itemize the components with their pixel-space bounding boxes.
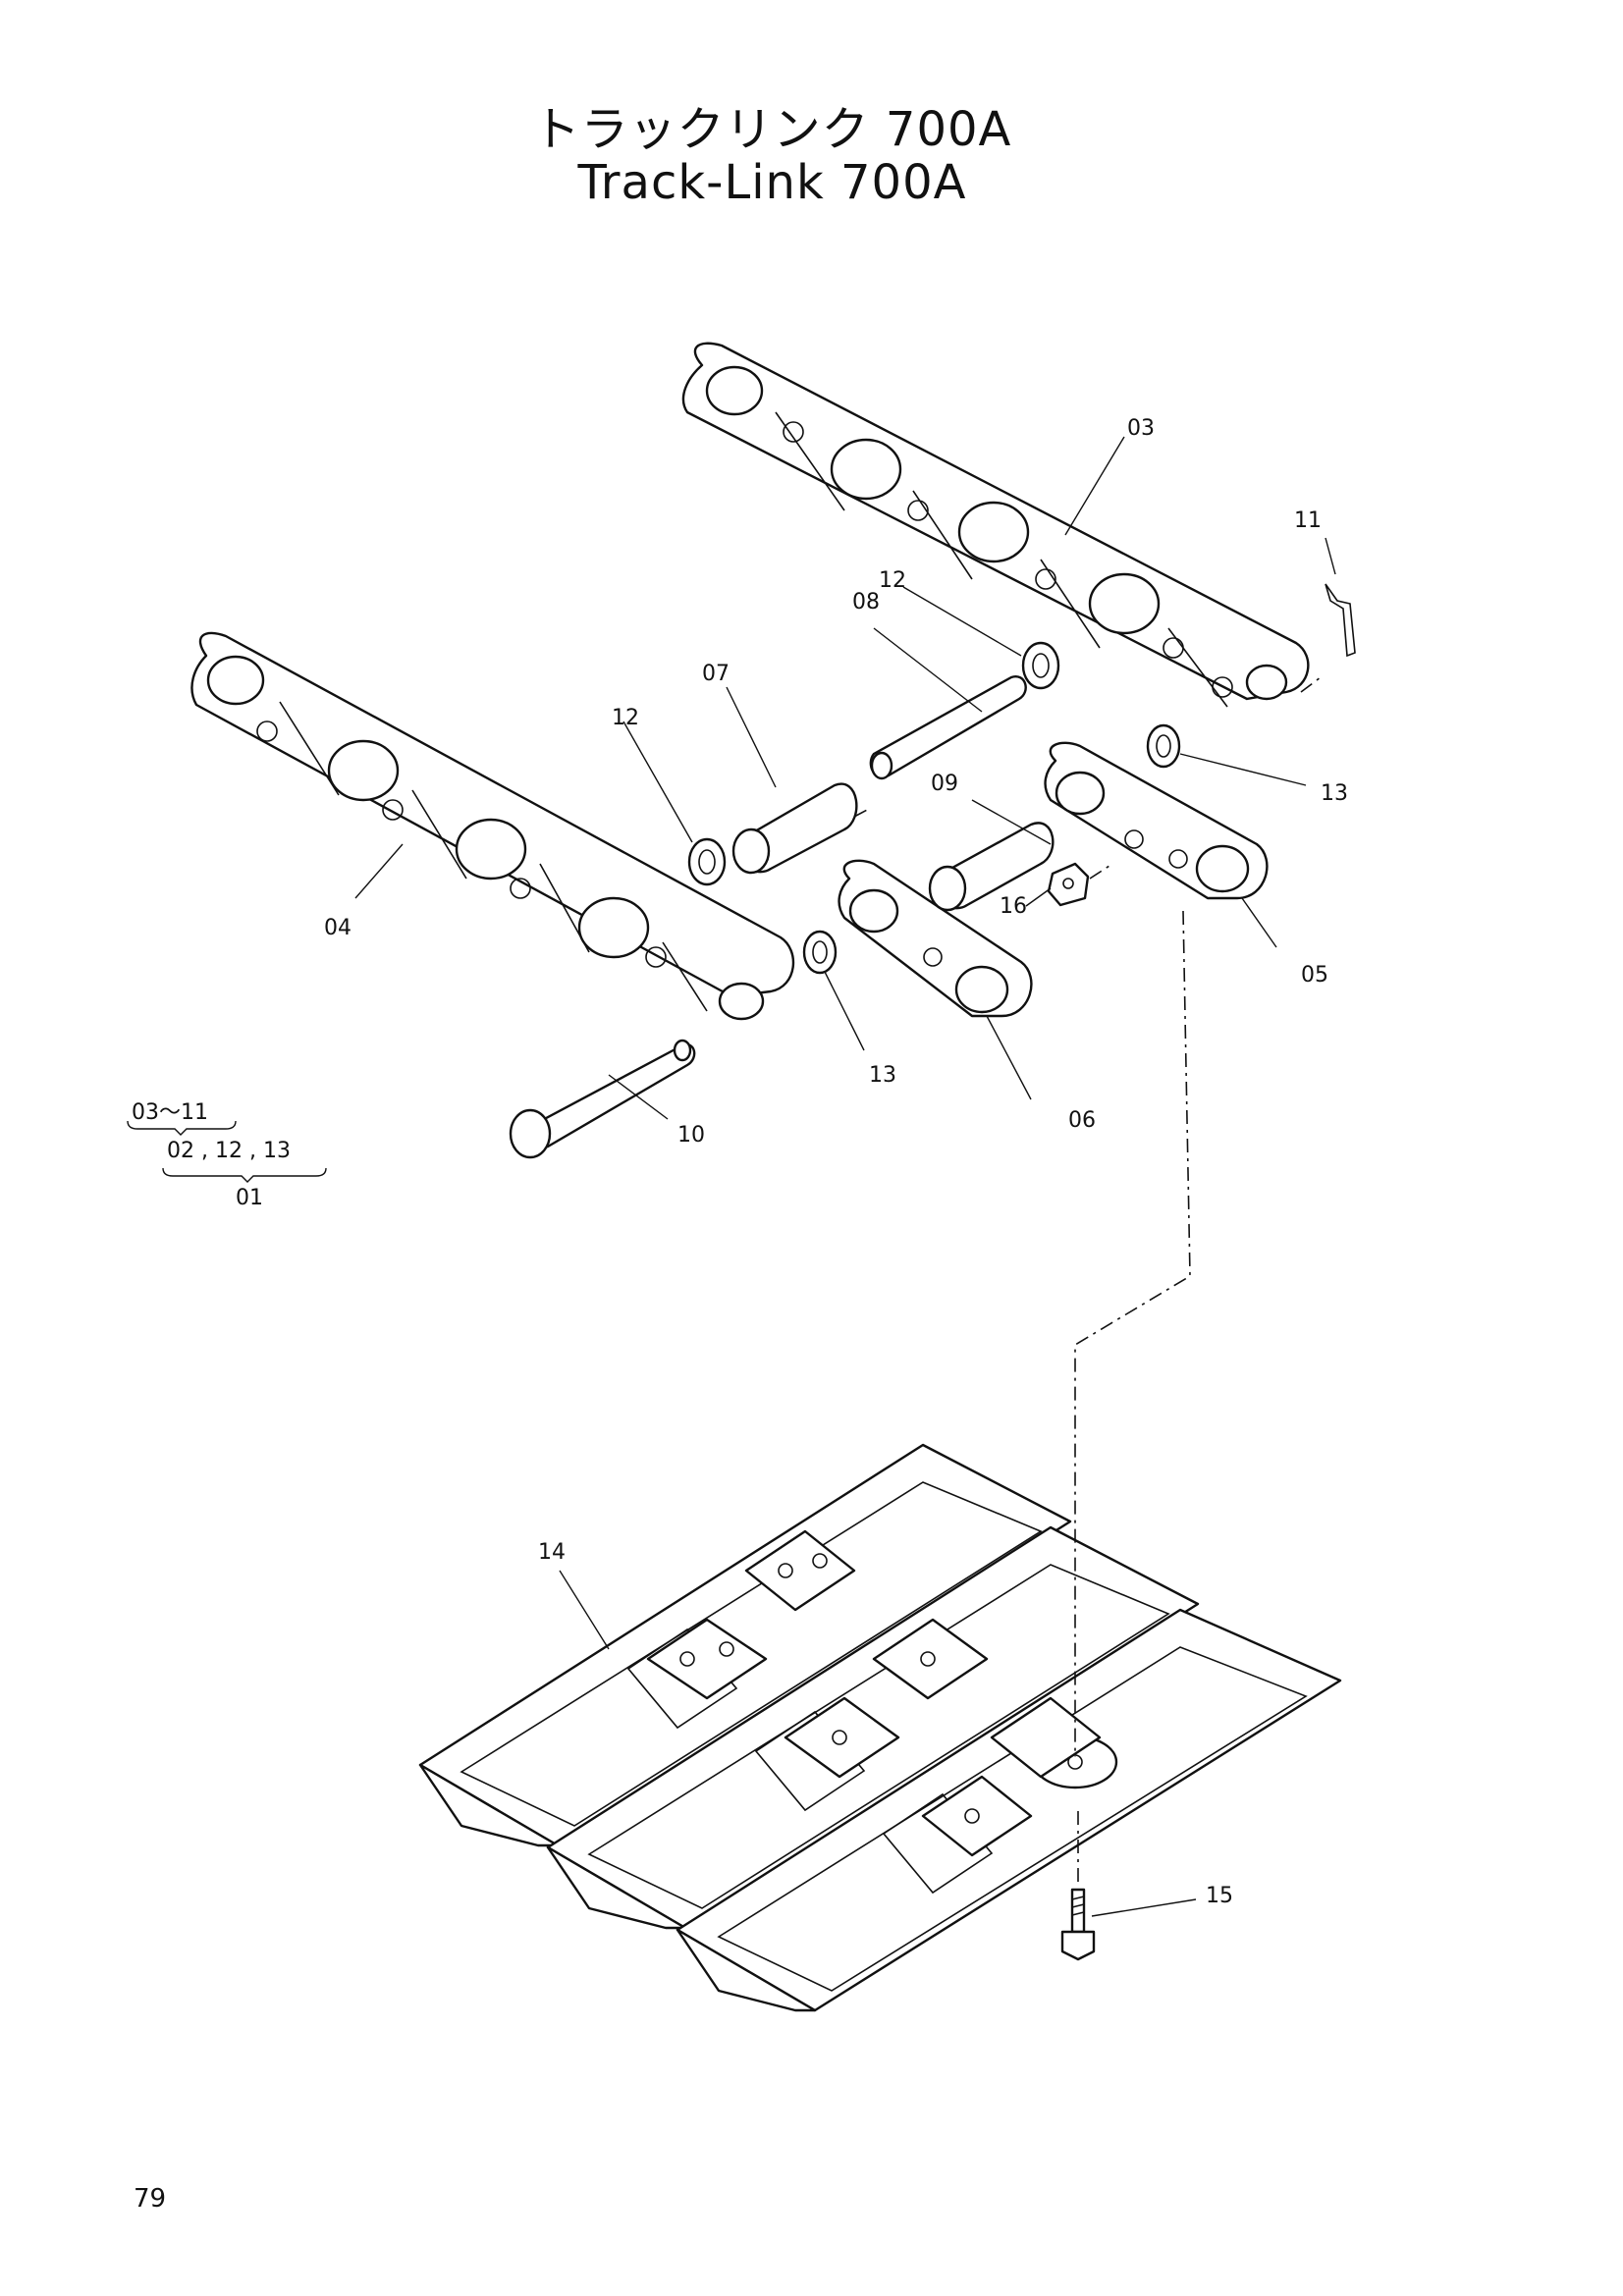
callout-05: 05	[1301, 963, 1328, 988]
callout-12-lower: 12	[612, 706, 639, 730]
callout-09: 09	[931, 772, 958, 796]
master-link-06	[838, 859, 1033, 1018]
bolt-15	[1060, 1888, 1096, 1961]
link-chain-04	[190, 631, 795, 1021]
callout-13-lower: 13	[869, 1063, 896, 1088]
pin-10	[509, 1039, 696, 1159]
pin-08	[869, 675, 1027, 780]
callout-13-upper: 13	[1321, 781, 1348, 806]
callout-06: 06	[1068, 1108, 1096, 1133]
page-number: 79	[134, 2184, 167, 2214]
callout-11: 11	[1294, 508, 1322, 533]
seal-13-lower	[802, 930, 838, 975]
master-link-05	[1044, 741, 1269, 900]
callout-07: 07	[702, 662, 730, 686]
bushing-07	[731, 782, 858, 875]
assembly-legend-line2: 02 , 12 , 13	[167, 1139, 291, 1163]
assembly-legend-line1: 03～11	[132, 1100, 208, 1125]
assembly-legend-line3: 01	[236, 1186, 263, 1210]
seal-12-upper	[1021, 641, 1060, 690]
seal-12-lower	[687, 837, 727, 886]
callout-12-upper: 12	[879, 568, 906, 593]
callout-10: 10	[677, 1123, 705, 1148]
assembly-legend-braces	[127, 1120, 327, 1183]
diagram-title-english: Track-Link 700A	[577, 155, 967, 210]
callout-04: 04	[324, 916, 352, 940]
callout-08: 08	[852, 590, 880, 614]
cotter-pin-11	[1325, 583, 1356, 658]
seal-13-upper	[1146, 723, 1181, 769]
link-chain-03	[681, 342, 1310, 708]
diagram-title-japanese: トラックリンク 700A	[532, 102, 1012, 157]
callout-15: 15	[1206, 1884, 1233, 1908]
nut-16	[1047, 862, 1090, 907]
bushing-09	[928, 822, 1055, 912]
callout-03: 03	[1127, 416, 1155, 441]
callout-16: 16	[1000, 894, 1027, 919]
callout-14: 14	[538, 1540, 566, 1565]
shoe-plates	[646, 1529, 1102, 1857]
